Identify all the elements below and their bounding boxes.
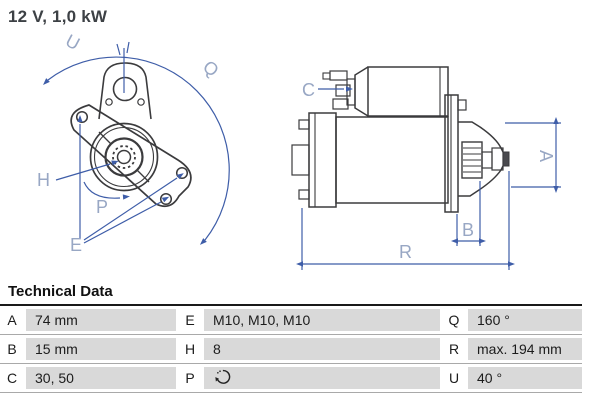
shaft-hole [116,149,132,165]
param-key: A [0,309,24,331]
param-key: U [442,367,466,389]
p-rotation-arrow [83,181,121,199]
bracket-small-hole [105,98,113,106]
row-separator [0,392,582,393]
page-title: 12 V, 1,0 kW [8,7,108,26]
label-h: H [37,170,50,190]
shaft-nose [502,151,510,167]
table-row: A 74 mm E M10, M10, M10 Q 160 ° [0,309,582,331]
bracket-hole [112,76,138,102]
section-line [98,131,112,145]
motor-outer-circle [89,122,159,192]
label-r: R [399,242,412,262]
u-tick [116,43,121,56]
technical-data-heading: Technical Data [8,283,113,300]
label-a: A [536,150,556,162]
label-p: P [96,197,108,217]
motor-ring [93,126,155,188]
section-line [136,169,150,183]
label-b: B [462,220,474,240]
h-pointer-line [55,163,111,181]
param-key: C [0,367,24,389]
label-q: Q [199,56,222,80]
param-value: M10, M10, M10 [204,309,440,331]
body-tab [298,189,310,200]
solenoid-cap [354,66,369,117]
starter-motor-drawing: U Q H P E [37,30,561,270]
label-c: C [302,80,315,100]
pinion-teeth [463,147,481,173]
param-value: 74 mm [26,309,176,331]
motor-body [335,116,449,204]
technical-data-section: Technical Data A 74 mm E M10, M10, M10 Q… [0,282,600,393]
front-view-dimensions [47,41,230,244]
table-row: C 30, 50 P U 40 ° [0,367,582,389]
mounting-flange [70,104,192,208]
solenoid-terminal [332,98,349,110]
q-angle-arc [47,56,230,241]
heading-rule [0,304,582,306]
param-key: H [178,338,202,360]
solenoid [367,66,449,117]
side-view-dimensions [301,88,561,270]
pinion-shaft [481,151,493,169]
bolt-hole [159,192,173,206]
shaft-end [491,147,504,171]
param-value: 8 [204,338,440,360]
bracket-small-hole [137,98,145,106]
bolt-hole [75,110,89,124]
param-key: R [442,338,466,360]
param-value [204,367,440,389]
side-view-arrowheads [296,86,559,267]
front-view-arrowheads [43,78,207,245]
terminal-block [291,144,310,176]
end-cap [308,112,337,208]
flange-hook [457,99,467,111]
param-key: P [178,367,202,389]
e-pointer-line [83,201,162,244]
row-separator [0,334,582,335]
solenoid-terminal [335,84,351,97]
e-pointer-line [83,177,178,241]
bolt-hole [175,166,189,180]
solenoid-face [346,78,356,106]
side-view-drawing [291,66,510,213]
u-tick [126,41,130,54]
param-value: 160 ° [468,309,582,331]
param-key: E [178,309,202,331]
param-value: 15 mm [26,338,176,360]
label-e: E [70,235,82,255]
param-value: 30, 50 [26,367,176,389]
terminal-tip [322,72,331,80]
label-u: U [62,30,83,54]
solenoid-terminal [329,70,348,81]
motor-inner-circle [104,137,144,177]
param-key: B [0,338,24,360]
param-key: Q [442,309,466,331]
rotation-direction-icon [213,367,231,391]
body-tab [298,119,310,130]
mounting-bracket [98,62,152,120]
table-row: B 15 mm H 8 R max. 194 mm [0,338,582,360]
front-view-drawing [70,62,192,208]
row-separator [0,363,582,364]
param-value: max. 194 mm [468,338,582,360]
spline [112,145,136,169]
param-value: 40 ° [468,367,582,389]
